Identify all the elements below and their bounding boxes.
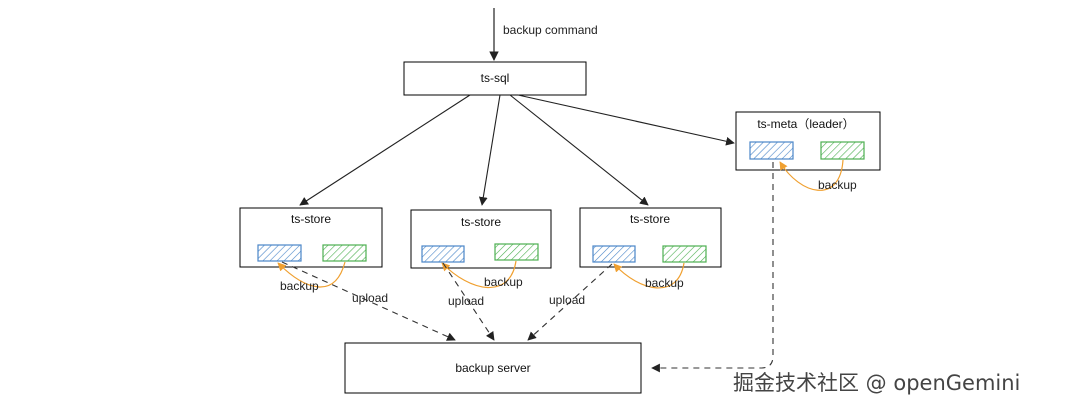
ts-store-1-backup-curve xyxy=(277,261,346,288)
ts-meta-node: ts-meta（leader） xyxy=(735,111,881,171)
ts-store-2-blue-block xyxy=(421,245,465,263)
ts-meta-blue-block xyxy=(749,141,794,160)
backup-server-node: backup server xyxy=(344,342,642,394)
ts-meta-backup-label: backup xyxy=(818,178,857,192)
ts-store-1-backup-label: backup xyxy=(280,279,319,293)
ts-store-node-1: ts-store xyxy=(239,207,383,268)
ts-sql-node: ts-sql xyxy=(403,61,587,96)
ts-meta-backup-curve xyxy=(779,159,844,191)
ts-store-1-label: ts-store xyxy=(291,212,331,226)
arrow-sql-to-store-3 xyxy=(509,94,649,206)
ts-meta-green-block xyxy=(820,141,865,160)
ts-store-3-blue-block xyxy=(592,245,636,263)
watermark-text: 掘金技术社区 @ openGemini xyxy=(733,371,1020,395)
ts-store-2-backup-curve xyxy=(441,260,517,289)
ts-store-3-green-block xyxy=(662,245,707,263)
ts-store-3-backup-label: backup xyxy=(645,276,684,290)
ts-store-node-2: ts-store xyxy=(410,209,552,269)
ts-store-3-backup-curve xyxy=(613,262,685,289)
upload-label-2: upload xyxy=(448,294,484,308)
ts-store-2-green-block xyxy=(494,243,539,261)
upload-arrow-2 xyxy=(442,262,495,341)
meta-upload-arrow xyxy=(651,162,774,373)
ts-store-node-3: ts-store xyxy=(579,207,722,268)
upload-arrow-3 xyxy=(527,263,613,341)
ts-store-3-label: ts-store xyxy=(630,212,670,226)
ts-meta-label: ts-meta（leader） xyxy=(757,117,854,131)
ts-store-1-green-block xyxy=(322,244,367,262)
arrow-sql-to-store-1 xyxy=(299,94,471,206)
ts-sql-label: ts-sql xyxy=(481,71,510,85)
backup-server-label: backup server xyxy=(455,361,530,375)
ts-store-1-blue-block xyxy=(257,244,302,262)
upload-label-1: upload xyxy=(352,291,388,305)
backup-command-label: backup command xyxy=(503,23,598,37)
upload-label-3: upload xyxy=(549,293,585,307)
arrow-sql-to-meta xyxy=(517,94,735,146)
ts-store-2-label: ts-store xyxy=(461,215,501,229)
upload-arrow-1 xyxy=(281,261,456,341)
ts-store-2-backup-label: backup xyxy=(484,275,523,289)
arrow-sql-to-store-2 xyxy=(478,94,501,206)
